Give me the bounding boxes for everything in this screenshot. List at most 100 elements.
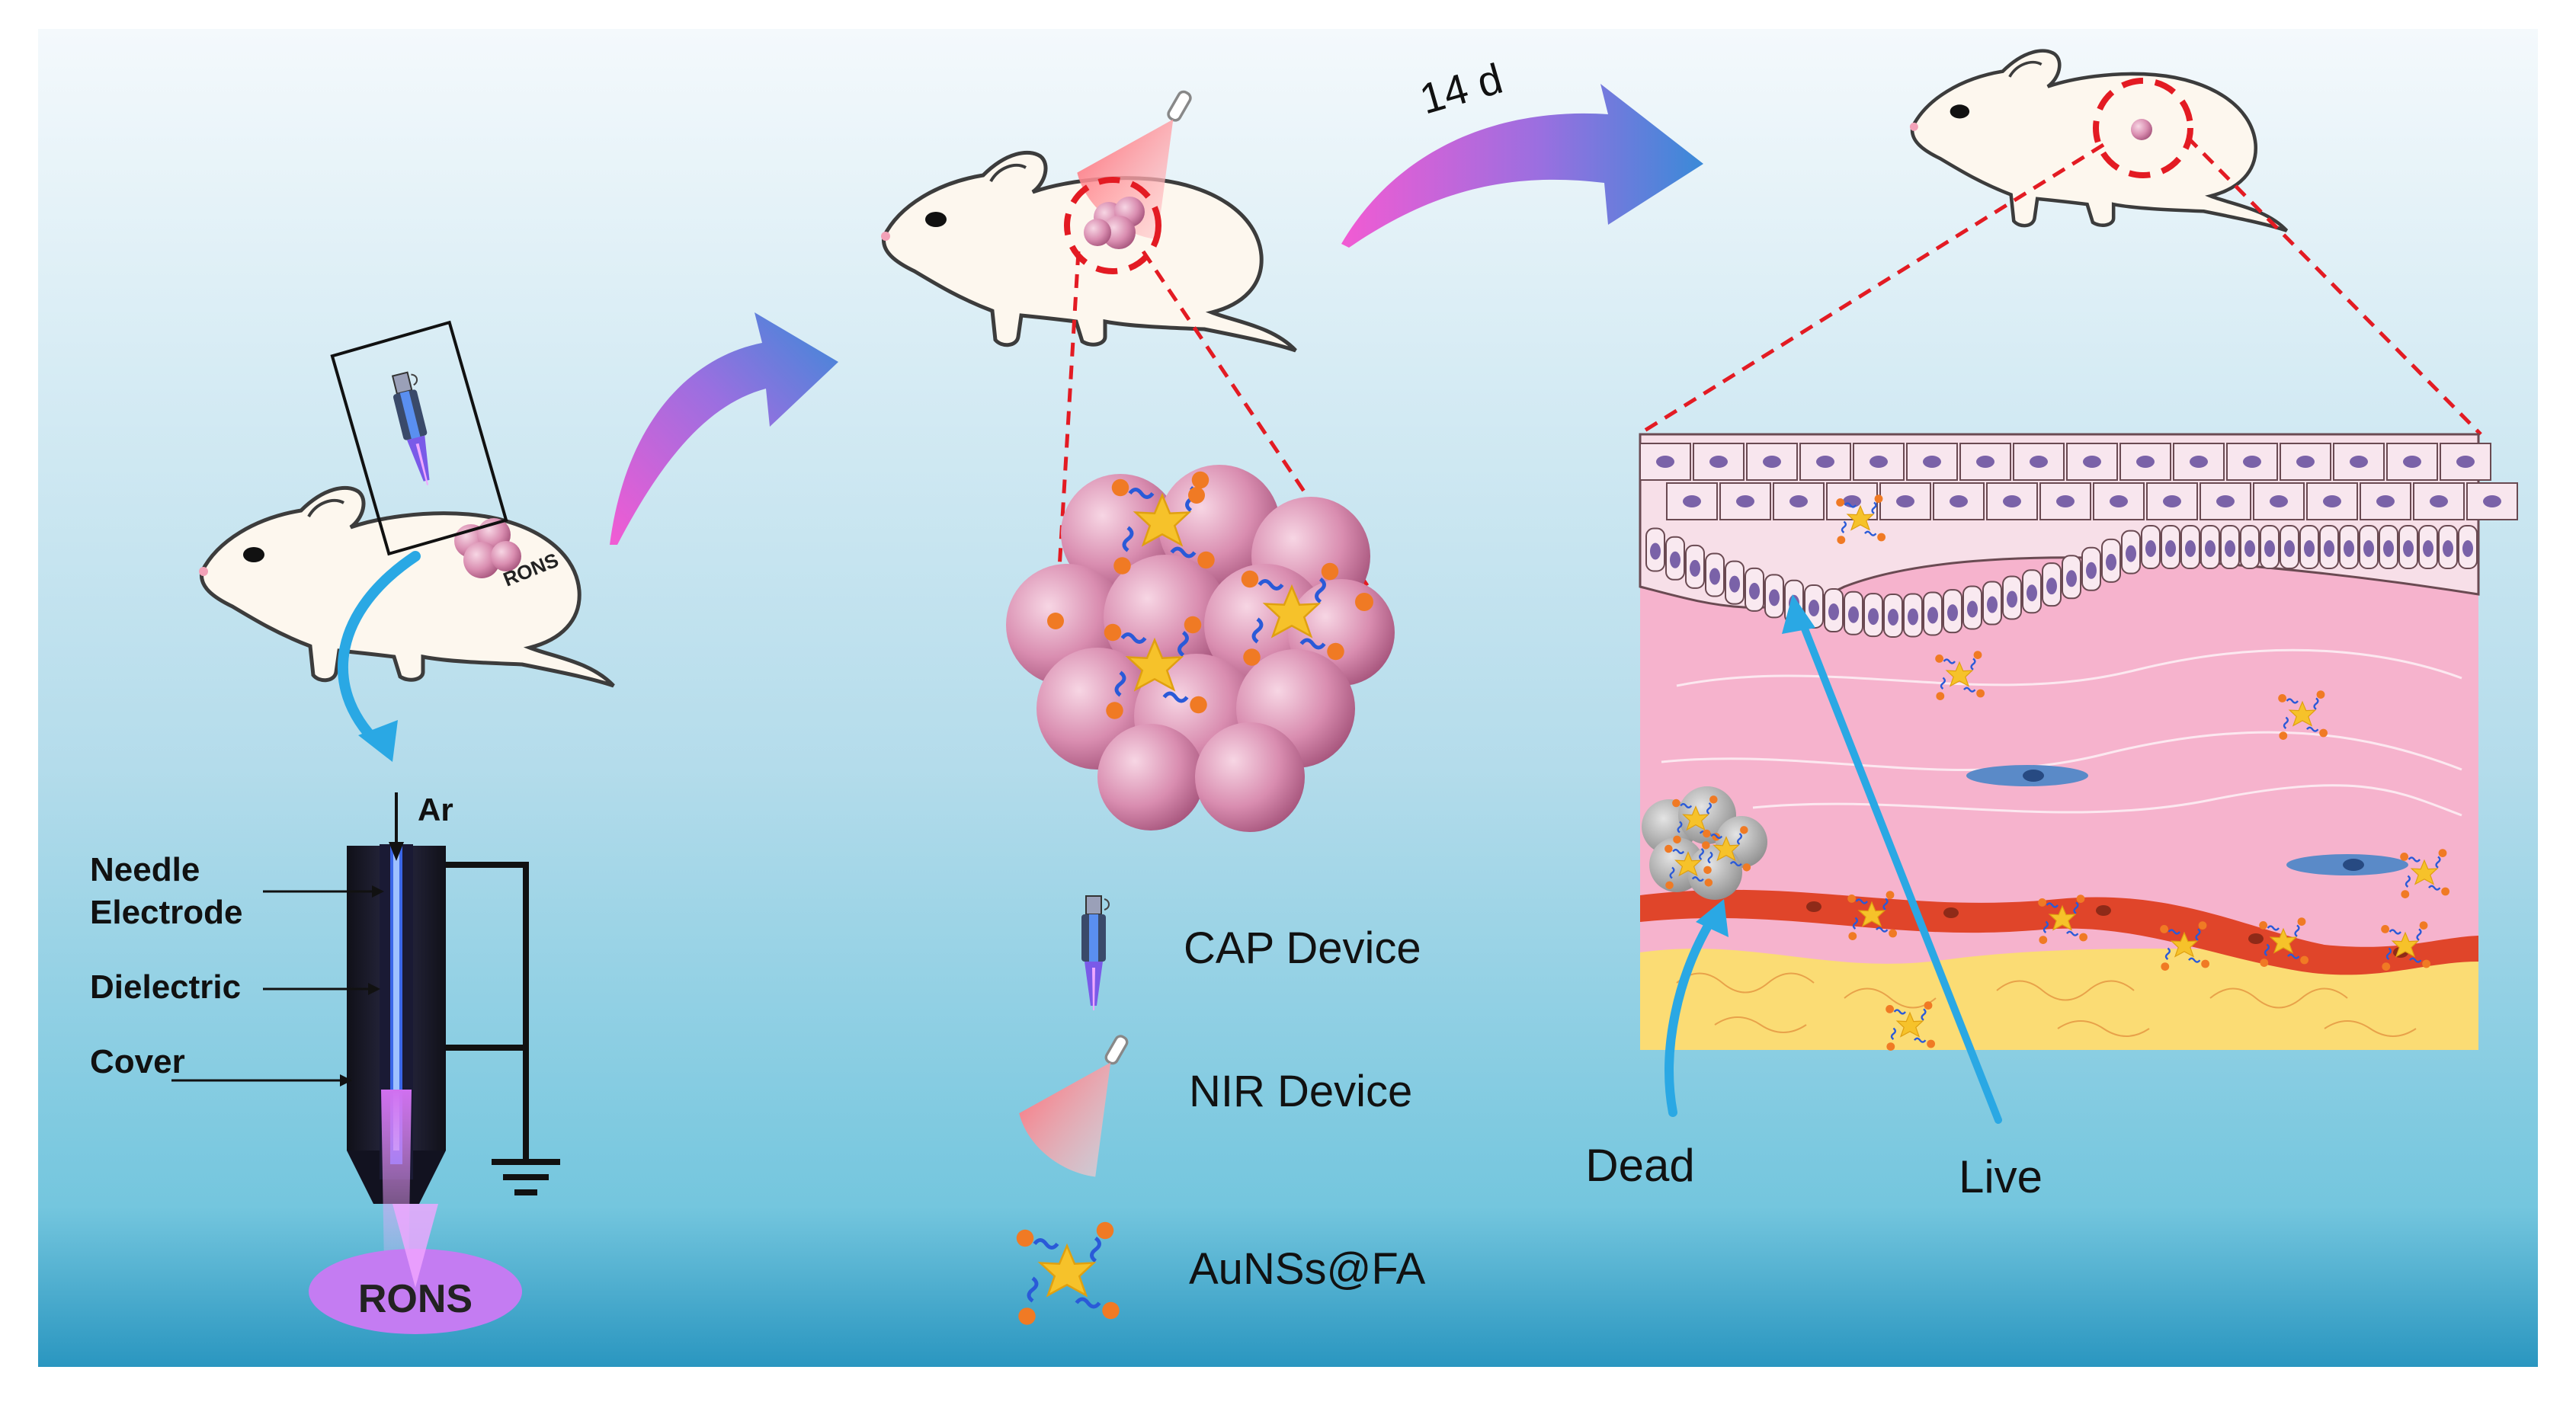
needle-label: Needle (90, 851, 200, 888)
cell-nucleus (1923, 456, 1941, 468)
cell-nucleus (1828, 603, 1839, 621)
epidermis-cell (2013, 443, 2065, 481)
cell-nucleus (2483, 495, 2501, 507)
cell-nucleus (2264, 540, 2275, 557)
cell-nucleus (1987, 596, 1998, 613)
dead-tumor-cluster (1642, 786, 1767, 900)
cell-nucleus (2056, 495, 2075, 507)
dead-arrow (1664, 899, 1729, 1117)
cell-nucleus (1709, 456, 1728, 468)
legend-label-aunss: AuNSs@FA (1189, 1244, 1426, 1294)
cell-nucleus (2145, 540, 2156, 557)
epidermis-cell (2280, 443, 2331, 481)
tumor-cluster-with-nanoparticles (1006, 465, 1395, 832)
cell-nucleus (2216, 495, 2235, 507)
cell-nucleus (2462, 540, 2473, 557)
cell-nucleus (1816, 456, 1834, 468)
cell-nucleus (2136, 456, 2155, 468)
cell-nucleus (1908, 608, 1918, 626)
tumor-middle (1064, 177, 1161, 274)
cell-nucleus (2284, 540, 2295, 557)
cell-nucleus (2106, 553, 2116, 571)
cell-nucleus (1843, 495, 1861, 507)
cell-nucleus (2190, 456, 2208, 468)
cell-nucleus (2243, 456, 2261, 468)
cell-nucleus (2403, 456, 2421, 468)
cell-nucleus (2350, 456, 2368, 468)
legend-label-nir: NIR Device (1189, 1067, 1412, 1116)
cell-nucleus (1950, 495, 1968, 507)
cell-nucleus (1683, 495, 1701, 507)
rons-output-label: RONS (358, 1277, 473, 1321)
cell-nucleus (2383, 540, 2394, 557)
cap-device-schematic (171, 792, 560, 1334)
cell-nucleus (1848, 606, 1859, 623)
gas-label: Ar (418, 792, 453, 827)
cell-nucleus (2205, 540, 2216, 557)
zoom-lines-right (1637, 136, 2482, 437)
cell-nucleus (2324, 540, 2334, 557)
legend-label-cap: CAP Device (1184, 923, 1421, 973)
cell-nucleus (1769, 589, 1780, 606)
electrode-label: Electrode (90, 894, 243, 931)
tissue-section (1639, 433, 2518, 1052)
cell-nucleus (1789, 495, 1808, 507)
cell-nucleus (2086, 562, 2097, 579)
cell-nucleus (1749, 582, 1760, 600)
cell-nucleus (1729, 575, 1740, 593)
cell-nucleus (1736, 495, 1754, 507)
cell-nucleus (2165, 540, 2176, 557)
cell-nucleus (1809, 600, 1819, 617)
cell-nucleus (1947, 604, 1958, 622)
cell-nucleus (1967, 600, 1978, 618)
cell-nucleus (1896, 495, 1914, 507)
cell-nucleus (2225, 540, 2235, 557)
cell-nucleus (1976, 456, 1994, 468)
cover-label: Cover (90, 1043, 185, 1080)
cell-nucleus (2423, 540, 2433, 557)
cell-nucleus (2030, 456, 2048, 468)
cell-nucleus (2046, 578, 2057, 595)
live-label: Live (1959, 1151, 2043, 1202)
epidermis-cell (1666, 482, 1718, 520)
cell-nucleus (2007, 590, 2017, 608)
cell-nucleus (2270, 495, 2288, 507)
cell-nucleus (1888, 608, 1898, 626)
epidermis-cell (2360, 482, 2411, 520)
cell-nucleus (2403, 540, 2414, 557)
epidermis-cell (2200, 482, 2251, 520)
cell-nucleus (2126, 545, 2136, 562)
cell-nucleus (2066, 570, 2077, 587)
cell-nucleus (2110, 495, 2128, 507)
cell-nucleus (2185, 540, 2196, 557)
cell-nucleus (2344, 540, 2354, 557)
cell-nucleus (1927, 606, 1938, 624)
cell-nucleus (1650, 542, 1661, 560)
epidermis-cell (1986, 482, 2038, 520)
cell-nucleus (2083, 456, 2101, 468)
cell-nucleus (2323, 495, 2341, 507)
cell-nucleus (2163, 495, 2181, 507)
cell-nucleus (2244, 540, 2255, 557)
cell-nucleus (2304, 540, 2315, 557)
cell-nucleus (2456, 456, 2475, 468)
cap-device-on-mouse (330, 320, 508, 556)
cell-nucleus (1868, 608, 1879, 626)
cell-nucleus (2430, 495, 2448, 507)
tumor-right (2093, 78, 2193, 178)
zoom-lines-middle (1053, 250, 1370, 633)
step-arrow-14d (1341, 84, 1703, 248)
cell-nucleus (2363, 540, 2374, 557)
cell-nucleus (1670, 551, 1680, 568)
cell-nucleus (1690, 559, 1700, 577)
fat-cells (1676, 972, 2417, 1037)
live-arrow (1782, 594, 2002, 1124)
dead-label: Dead (1585, 1140, 1694, 1191)
cell-nucleus (2296, 456, 2315, 468)
cell-nucleus (2376, 495, 2395, 507)
dielectric-label: Dielectric (90, 968, 241, 1006)
arrow-to-device (338, 551, 421, 762)
cell-nucleus (2443, 540, 2453, 557)
cell-nucleus (1870, 456, 1888, 468)
